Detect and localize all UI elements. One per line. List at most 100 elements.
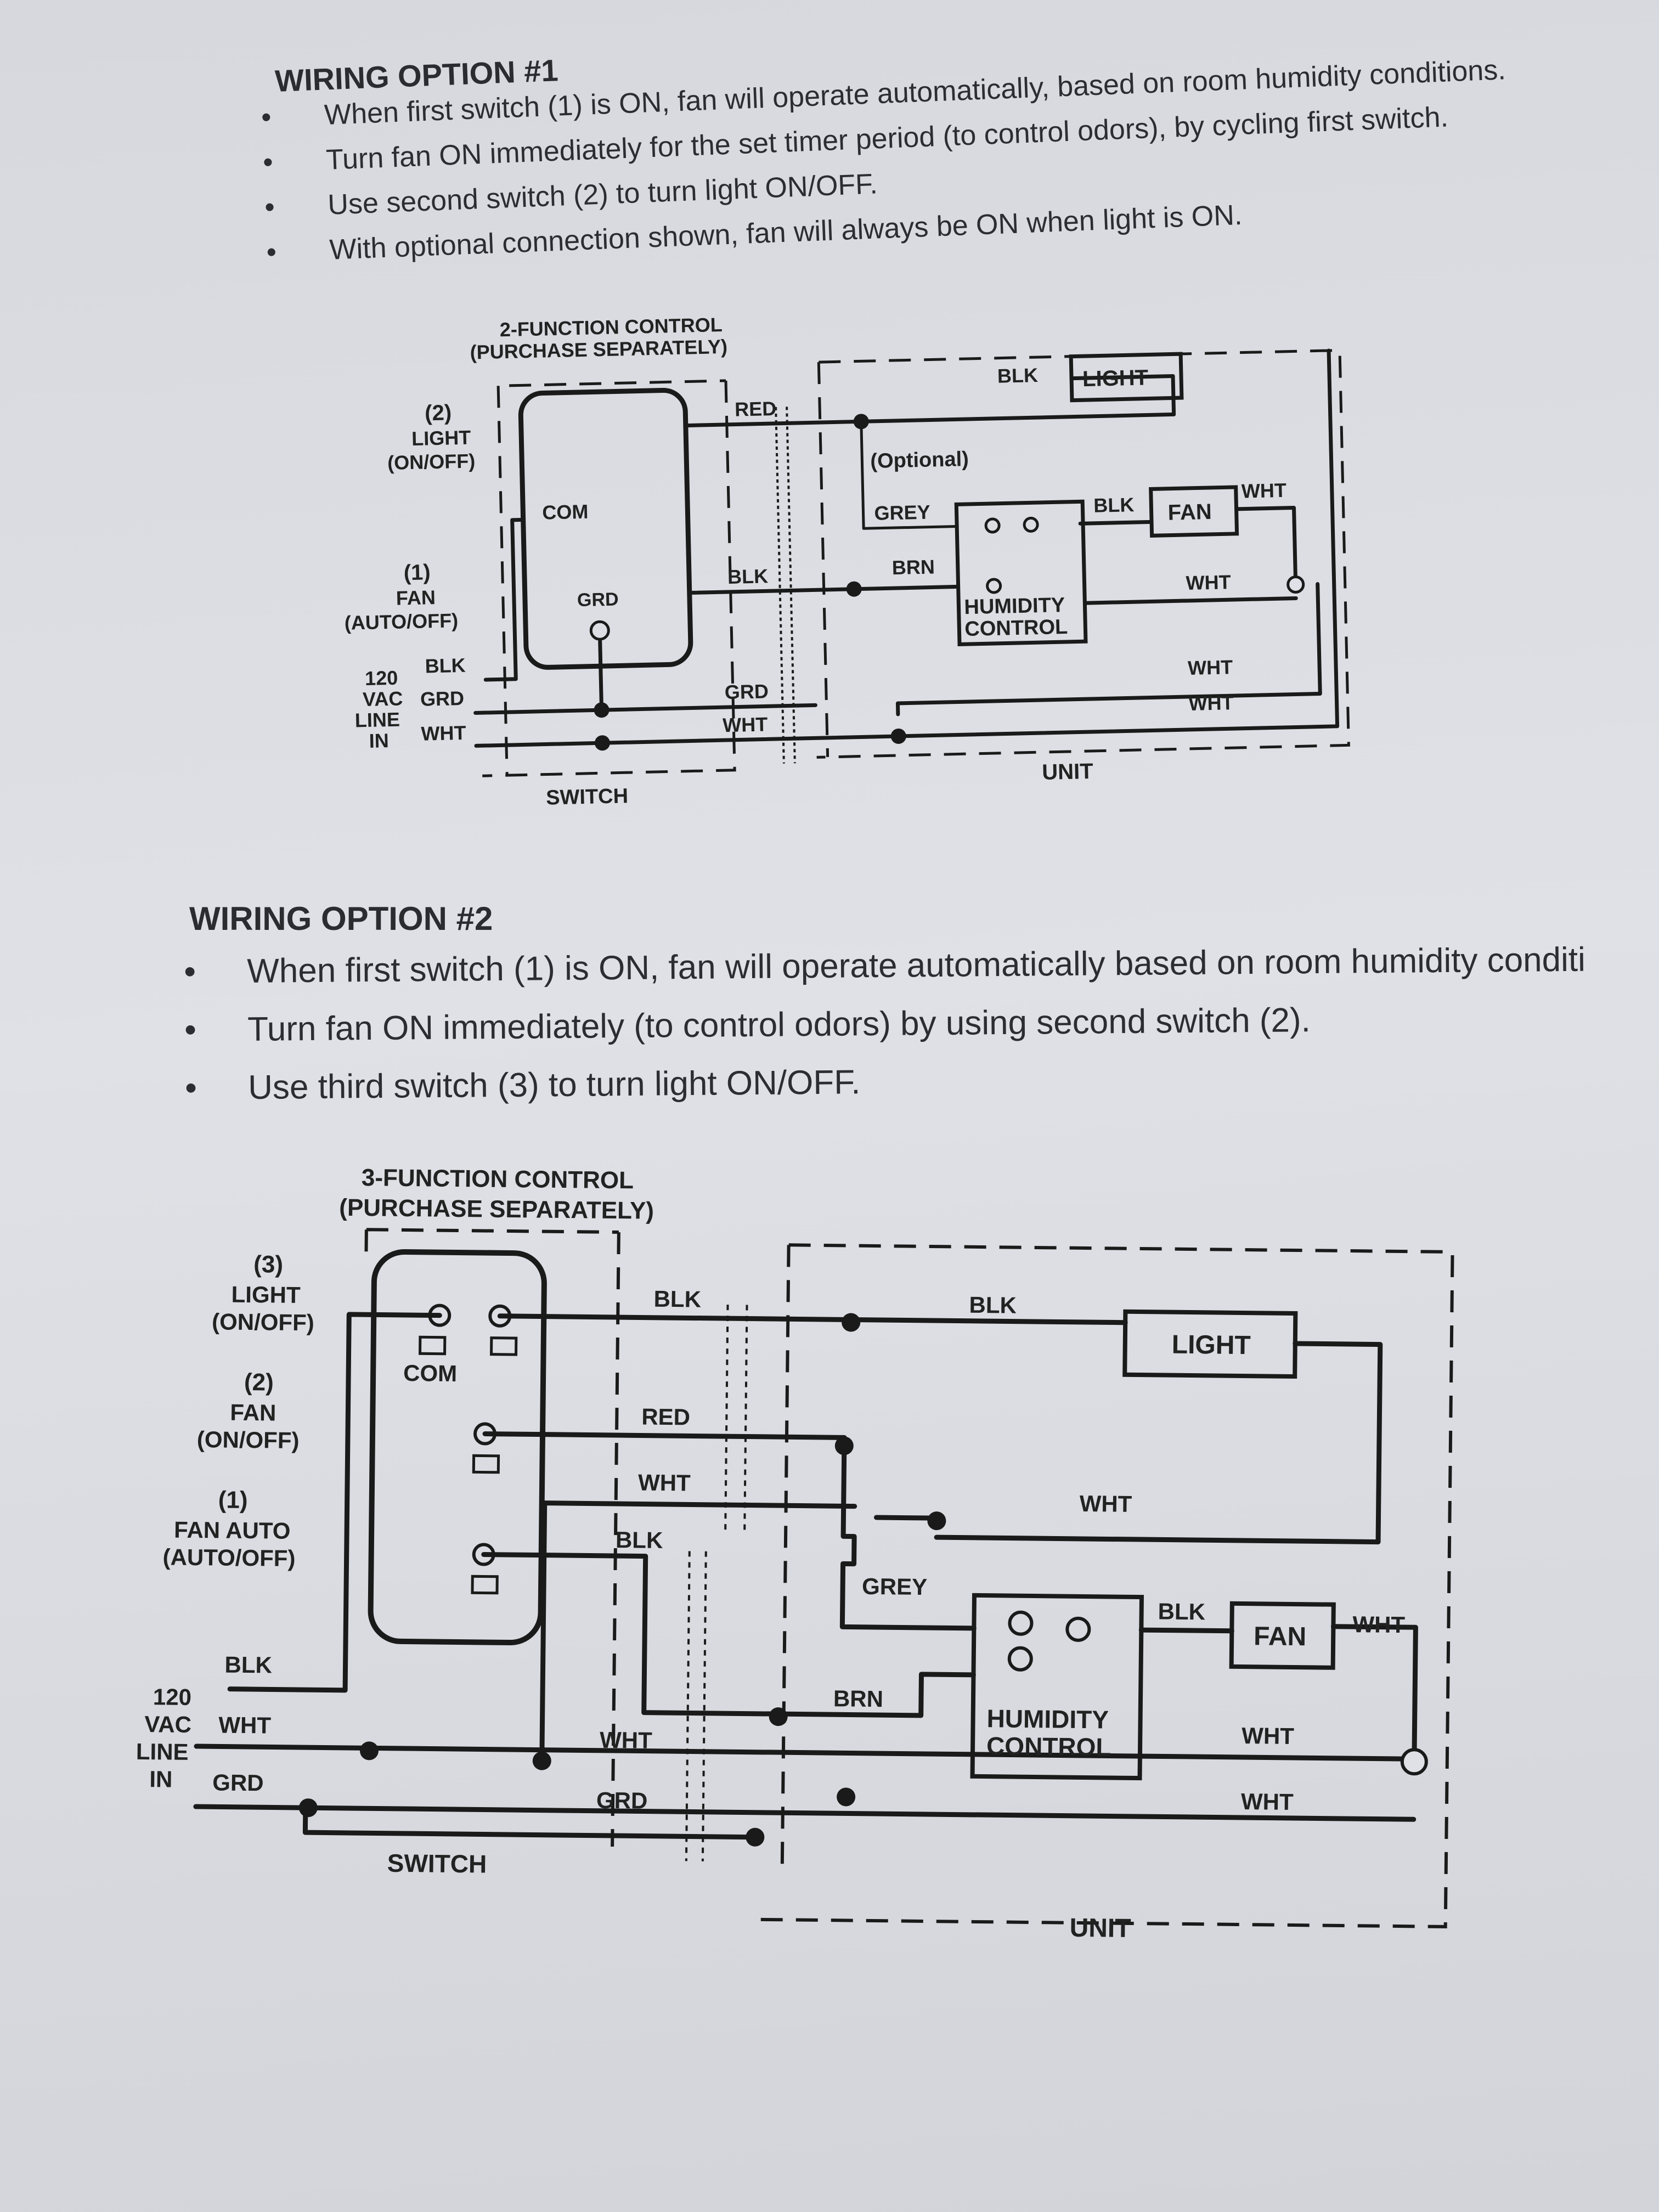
o1-sw2-num: (2) [425,400,452,425]
o2-switch-box [311,1228,620,1847]
o2-blk-auto: BLK [616,1527,663,1553]
o2-unit-box [759,1243,1454,1928]
o2-switch-label: SWITCH [387,1849,487,1878]
o1-light-label: LIGHT [1082,365,1149,391]
o2-blk-cable: BLK [653,1286,701,1312]
o2-fan-box [1229,1601,1336,1670]
o2-junction [842,1313,861,1332]
o2-wht-switch: WHT [600,1727,652,1753]
o2-sw2-name: FAN [230,1400,276,1426]
o2-sw1-mode: (AUTO/OFF) [162,1544,295,1571]
o2-blk-fan: BLK [1158,1598,1205,1624]
o2-wht-bottom: WHT [1241,1788,1294,1815]
o2-terminal-tab [490,1336,518,1356]
o1-brn-label: BRN [891,555,935,579]
o2-wht-in: WHT [218,1712,271,1738]
o1-grd-terminal-label: GRD [577,589,619,611]
o1-wire-red [684,374,1176,428]
o2-line-3: LINE [136,1739,189,1765]
o1-ground-symbol [589,620,610,641]
o2-junction [298,1798,318,1818]
o1-relay-contact [1023,516,1039,533]
o2-junction [746,1827,765,1847]
o2-junction [532,1751,551,1770]
o2-junction-open [1400,1748,1428,1776]
o2-wire-blk-in [227,1312,442,1693]
o1-wht-lower: WHT [1188,656,1233,679]
o1-sw1-num: (1) [403,560,431,585]
o2-terminal-tab [471,1575,499,1595]
o1-blk-fan: BLK [1093,493,1135,517]
o1-humidity-label-1: HUMIDITY [964,594,1065,619]
o2-sw2-num: (2) [244,1369,274,1396]
o2-sw1-name: FAN AUTO [174,1517,291,1544]
o2-humidity-label-2: CONTROL [986,1731,1111,1761]
o2-sw3-name: LIGHT [231,1282,301,1308]
o2-light-box [1122,1309,1298,1379]
o1-wire-fan [895,506,1322,716]
o2-grd-in: GRD [212,1769,264,1796]
o2-relay-contact [1065,1616,1091,1642]
o1-sw1-mode: (AUTO/OFF) [344,609,458,634]
o1-relay-contact [984,517,1001,534]
o2-wire-light [497,1313,1383,1545]
o1-relay-contact [986,578,1002,594]
o1-wht-mid: WHT [1186,571,1231,594]
o1-wht-in: WHT [421,721,466,745]
o2-sw2-mode: (ON/OFF) [197,1426,300,1453]
o1-wht-bottom: WHT [1188,691,1234,715]
o2-wht-fan: WHT [1352,1611,1405,1638]
o1-wire-optional [860,420,958,530]
o2-line-2: VAC [144,1711,191,1737]
o2-junction [837,1787,856,1807]
o2-unit-label: UNIT [1069,1914,1131,1943]
o2-wire-wht-switch [539,1500,939,1764]
option2-title: WIRING OPTION #2 [189,900,493,937]
o2-light-label: LIGHT [1172,1330,1251,1361]
o1-wht-fan: WHT [1241,479,1286,503]
o1-wire-grd [473,639,817,715]
o2-grey-label: GREY [862,1573,928,1600]
o2-wire-brn [776,1672,976,1718]
o1-wire-wht [474,348,1340,748]
o1-fan-box [1149,485,1239,538]
o1-fan-label: FAN [1167,500,1212,525]
o2-brn-label: BRN [833,1685,883,1712]
o2-wht-unit: WHT [1079,1491,1132,1517]
o1-wire-blk-fan [687,584,961,595]
o2-junction [769,1707,788,1726]
o2-fan-label: FAN [1254,1622,1307,1651]
o1-blk-top: BLK [997,364,1038,387]
o2-blk-unit: BLK [969,1292,1017,1318]
o1-junction-open [1286,575,1305,594]
o2-junction [927,1511,946,1531]
o1-line-2: VAC [363,687,403,710]
o1-line-1: 120 [365,667,398,690]
o2-control-title: 3-FUNCTION CONTROL [362,1164,634,1194]
o2-wire-wht-main [194,1624,1418,1762]
o1-junction [890,728,906,744]
o1-red-label: RED [735,397,777,421]
o1-wire-blk-in [483,517,526,682]
o2-control-body [368,1249,547,1646]
o2-grd-switch: GRD [596,1787,648,1814]
o1-sw2-mode: (ON/OFF) [387,449,476,474]
o2-sw3-mode: (ON/OFF) [212,1308,314,1335]
o2-sw1-num: (1) [218,1486,247,1514]
o1-line-4: IN [369,729,389,752]
o2-humidity-label-1: HUMIDITY [986,1704,1109,1734]
o1-light-box [1069,352,1184,403]
o2-control-subtitle: (PURCHASE SEPARATELY) [339,1194,654,1224]
o1-switch-label: SWITCH [546,785,629,809]
o1-sw2-name: LIGHT [411,426,471,450]
o1-junction [846,581,862,597]
o2-sw3-num: (3) [253,1251,283,1278]
o2-humidity-box [970,1593,1144,1781]
o1-junction [594,735,610,751]
o2-line-1: 120 [153,1684,192,1710]
o2-wire-grd [193,1804,1417,1840]
o2-junction [834,1436,854,1455]
o2-relay-contact [1008,1610,1034,1636]
